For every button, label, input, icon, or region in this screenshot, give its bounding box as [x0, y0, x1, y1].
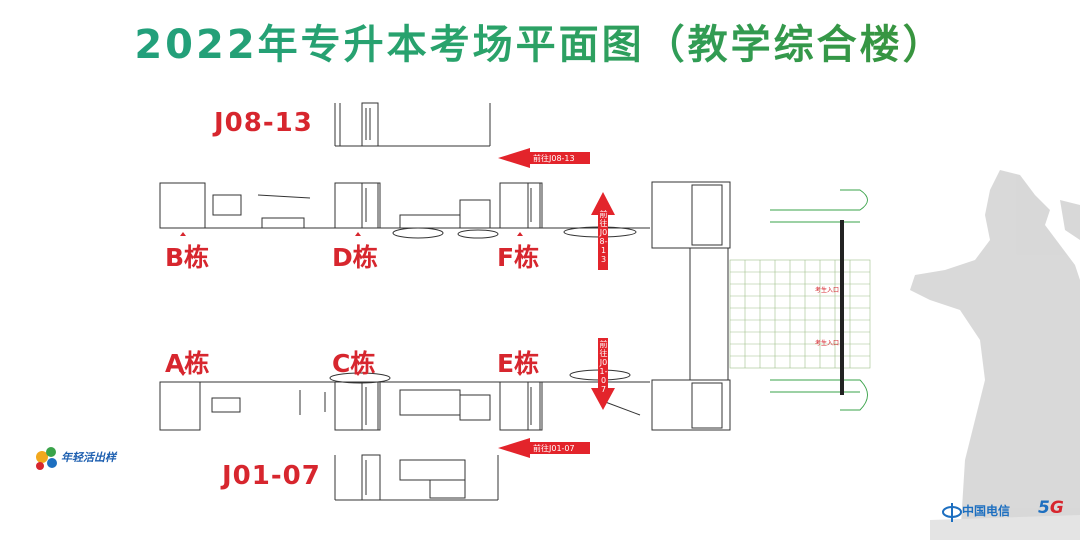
- entrance-label-north: 考生入口: [815, 287, 840, 294]
- building-markers: [180, 232, 523, 376]
- telecom-logo-text: 中国电信: [962, 504, 1011, 518]
- entrance-label-south: 考生入口: [815, 340, 840, 347]
- arrow-to-north-vertical: [591, 192, 615, 270]
- label-south-rooms: J01-07: [222, 461, 321, 491]
- statue-silhouette: [910, 170, 1080, 540]
- label-building-f: F栋: [497, 243, 540, 272]
- telecom-5g-badge: 5G: [1038, 498, 1064, 518]
- youth-logo-mark: [36, 447, 57, 470]
- label-building-c: C栋: [332, 349, 376, 378]
- arrow-to-north-horizontal: [498, 148, 590, 168]
- arrow-to-south-vertical: [591, 338, 615, 410]
- arrow-text-to-north: 前往J08-13: [533, 154, 575, 163]
- direction-arrows: [498, 148, 615, 458]
- central-corridor: [651, 181, 731, 431]
- page-title: 2022年专升本考场平面图（教学综合楼）: [0, 12, 1080, 70]
- arrow-to-south-horizontal: [498, 438, 590, 458]
- label-building-e: E栋: [497, 349, 540, 378]
- arrow-text-to-south: 前往J01-07: [533, 444, 575, 453]
- telecom-logo-mark: [942, 503, 962, 522]
- label-north-rooms: J08-13: [214, 108, 313, 138]
- arrow-vtext-to-south: 前往J01-07: [599, 340, 608, 394]
- south-building-row: [159, 369, 650, 431]
- label-building-a: A栋: [165, 349, 210, 378]
- youth-logo-text: 年轻活出样: [61, 451, 116, 464]
- arrow-vtext-to-north: 前往J08-13: [599, 210, 608, 264]
- entrance-lanes: [770, 189, 868, 411]
- telecom-5g-digit: 5: [1038, 498, 1050, 518]
- south-room-block: [334, 454, 499, 501]
- label-building-d: D栋: [332, 243, 378, 272]
- telecom-5g-letter: G: [1049, 498, 1064, 518]
- north-room-block: [334, 102, 491, 147]
- label-building-b: B栋: [165, 243, 210, 272]
- plaza-grid: [729, 259, 871, 369]
- north-building-row: [159, 182, 650, 239]
